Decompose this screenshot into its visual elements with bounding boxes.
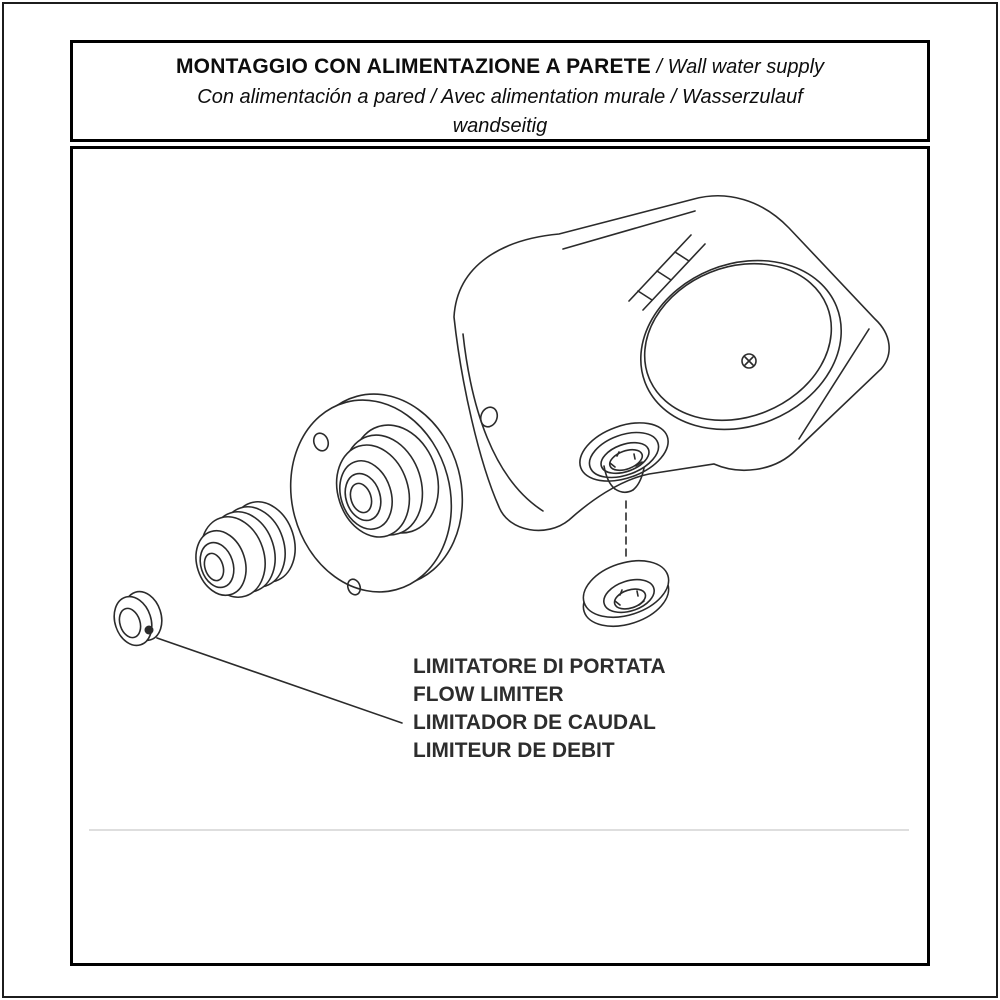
header-box: MONTAGGIO CON ALIMENTAZIONE A PARETE / W… xyxy=(70,40,930,142)
shower-head-drawing xyxy=(453,195,890,532)
diagram-panel: LIMITATORE DI PORTATA FLOW LIMITER LIMIT… xyxy=(70,146,930,966)
label-line-spanish: LIMITADOR DE CAUDAL xyxy=(413,710,656,734)
flange-screw-hole xyxy=(312,432,330,452)
flow-limiter-label: LIMITATORE DI PORTATA FLOW LIMITER LIMIT… xyxy=(413,652,666,764)
header-title-italian: MONTAGGIO CON ALIMENTAZIONE A PARETE xyxy=(175,55,651,78)
face-screw xyxy=(741,353,757,369)
body-hole xyxy=(479,406,499,428)
label-line-english: FLOW LIMITER xyxy=(413,682,564,706)
label-line-french: LIMITEUR DE DEBIT xyxy=(413,738,615,762)
supply-escutcheon-drawing xyxy=(582,559,670,628)
header-title-separator: / xyxy=(650,56,668,78)
label-line-italian: LIMITATORE DI PORTATA xyxy=(413,654,666,678)
flow-limiter-drawing xyxy=(113,590,163,647)
flow-limiter-leader-line xyxy=(156,637,403,724)
header-subtitle-line1: Con alimentación a pared / Avec alimenta… xyxy=(197,86,803,108)
threaded-adapter-drawing xyxy=(195,501,296,598)
exploded-view-drawing xyxy=(89,195,909,831)
header-title-line: MONTAGGIO CON ALIMENTAZIONE A PARETE / W… xyxy=(73,51,927,83)
wall-flange-drawing xyxy=(289,393,464,596)
flange-bottom-hole xyxy=(346,578,362,596)
header-subtitle-line2: wandseitig xyxy=(452,115,548,137)
header-title-english: Wall water supply xyxy=(667,56,825,78)
flow-limiter-dot xyxy=(144,625,154,635)
